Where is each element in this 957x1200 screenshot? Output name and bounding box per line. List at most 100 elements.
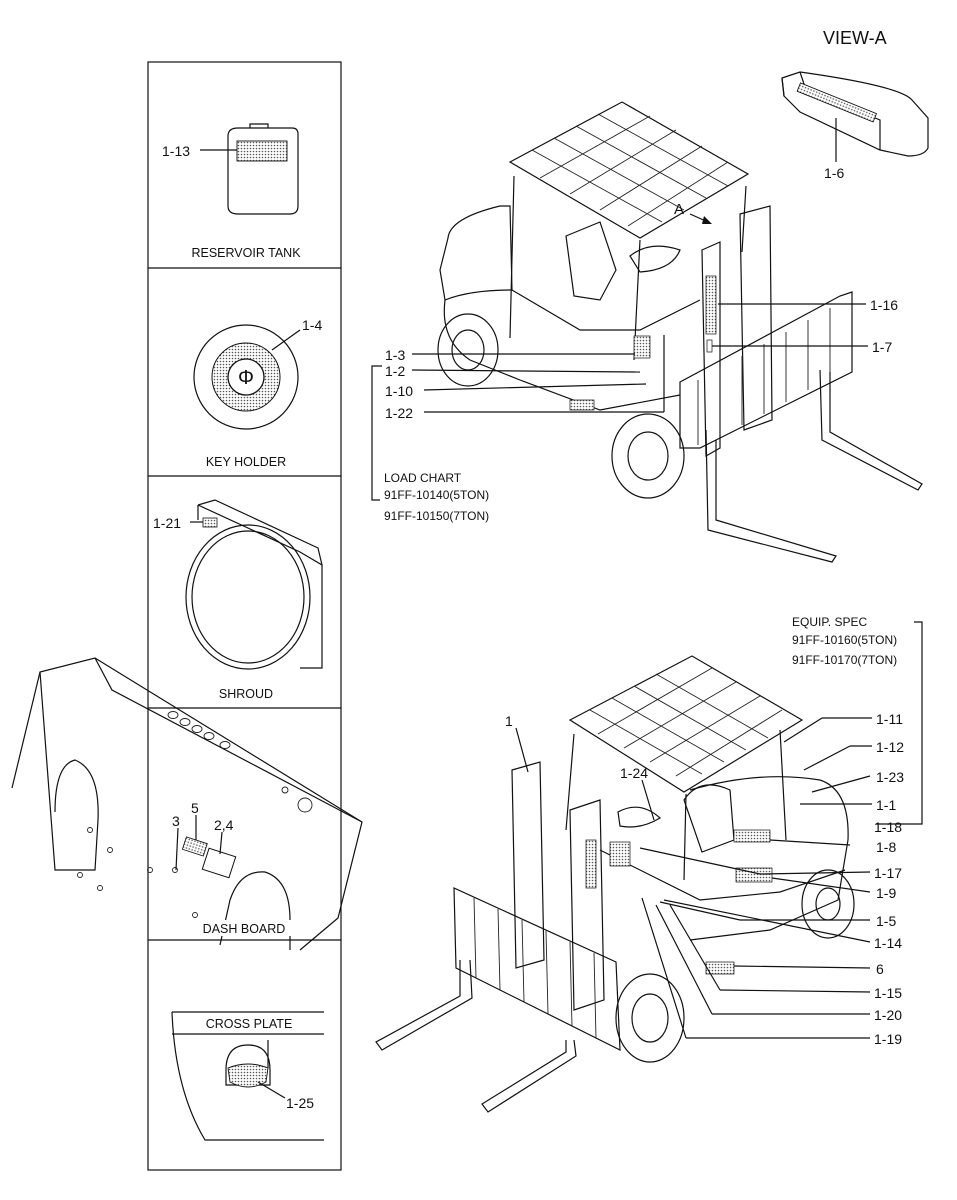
overhead-guard-grid (531, 113, 729, 227)
callout-5: 5 (191, 800, 199, 816)
callout-1-20: 1-20 (874, 1007, 902, 1023)
front-wheel (611, 413, 685, 499)
rear-wheel (801, 869, 855, 939)
dash-board-decal-5 (181, 836, 208, 857)
body-deck (599, 849, 846, 901)
overhead-guard-bar (781, 71, 929, 157)
cross-plate-caption: CROSS PLATE (206, 1017, 293, 1031)
reservoir-tank-panel: 1-13 RESERVOIR TANK (162, 123, 301, 260)
decal-1-9 (735, 867, 773, 883)
left-fork (375, 959, 473, 1051)
right-fork (819, 369, 923, 491)
equip-spec-title: EQUIP. SPEC (792, 615, 867, 629)
view-a-marker: A (674, 201, 684, 218)
callout-3: 3 (172, 813, 180, 829)
equip-spec-part-7ton: 91FF-10170(7TON) (792, 653, 897, 667)
cross-plate-hole (225, 1044, 271, 1086)
callout-2-4: 2,4 (214, 817, 234, 833)
leader-line (771, 877, 871, 893)
bottom-forklift-drawing: EQUIP. SPEC 91FF-10160(5TON) 91FF-10170(… (375, 615, 923, 1113)
counterweight (439, 205, 513, 301)
callout-1-7: 1-7 (872, 339, 892, 355)
mast-decal (585, 839, 597, 889)
leader-line (759, 871, 871, 875)
dash-decal (633, 335, 651, 359)
operator-seat (683, 784, 735, 853)
callout-1-15: 1-15 (874, 985, 902, 1001)
callout-1-9: 1-9 (876, 885, 896, 901)
callout-1-24: 1-24 (620, 765, 648, 781)
top-forklift-drawing: A 1-3 1-2 1-10 1-22 1-16 1-7 LOAD CHART … (371, 101, 923, 563)
view-a-decal (796, 82, 878, 123)
leader-line (175, 827, 179, 871)
load-chart-part-5ton: 91FF-10140(5TON) (384, 488, 489, 502)
decal-6 (705, 961, 735, 975)
dash-board-caption: DASH BOARD (203, 922, 286, 936)
leader-line (411, 369, 641, 373)
dash-decal (609, 841, 631, 867)
dash-board-decal-2-4 (201, 847, 237, 879)
load-backrest (453, 887, 621, 1051)
reservoir-tank-cap (249, 123, 269, 128)
key-holder-outer (193, 324, 299, 430)
equip-spec-part-5ton: 91FF-10160(5TON) (792, 633, 897, 647)
leader-line (219, 831, 223, 855)
load-backrest (679, 291, 853, 449)
callout-1-22: 1-22 (385, 405, 413, 421)
reservoir-tank-body (227, 127, 299, 215)
mast-right-rail (569, 799, 605, 1011)
dash-board-right-cutout (219, 871, 291, 950)
callout-1-5: 1-5 (876, 913, 896, 929)
step-decal (569, 399, 595, 411)
cross-plate-panel: CROSS PLATE 1-25 (171, 1011, 324, 1141)
callout-6: 6 (876, 961, 884, 977)
leader-line (423, 383, 647, 391)
front-hub (631, 993, 669, 1043)
load-chart-part-7ton: 91FF-10150(7TON) (384, 509, 489, 523)
mast-decal-1-16 (705, 275, 717, 335)
leader-line (659, 901, 741, 921)
steering-wheel (617, 806, 662, 828)
shroud-ring-inner (191, 530, 305, 664)
leader-line (655, 904, 713, 1015)
callout-1-21: 1-21 (153, 515, 181, 531)
callout-1-19: 1-19 (874, 1031, 902, 1047)
leader-line (639, 847, 761, 875)
shroud-top-edge (197, 499, 323, 566)
callout-1-6: 1-6 (824, 165, 844, 181)
leader-line (811, 775, 871, 793)
counterweight (689, 776, 849, 941)
left-panel-column (147, 61, 342, 1171)
overhead-guard-posts (565, 729, 787, 881)
reservoir-tank-caption: RESERVOIR TANK (191, 246, 301, 260)
callout-1-17: 1-17 (874, 865, 902, 881)
dash-board-drawing: 3 5 2,4 DASH BOARD (11, 657, 363, 951)
right-fork (481, 1039, 577, 1113)
steering-wheel (629, 245, 681, 273)
front-hub (627, 431, 669, 481)
dash-board-caption-bg (196, 920, 292, 936)
callout-1-13: 1-13 (162, 143, 190, 159)
shroud-decal (202, 517, 218, 528)
callout-1-14: 1-14 (874, 935, 902, 951)
key-holder-core (227, 358, 265, 396)
shroud-ring-outer (185, 524, 311, 670)
leader-line (663, 899, 871, 943)
equip-spec-bracket (876, 621, 923, 825)
mast-right-rail (739, 205, 773, 431)
left-fork (705, 429, 837, 563)
operator-seat (565, 221, 617, 301)
load-chart-title: LOAD CHART (384, 471, 462, 485)
key-holder-panel: Φ 1-4 KEY HOLDER (193, 317, 322, 469)
body-lower-edge (443, 299, 681, 411)
callout-1-16: 1-16 (870, 297, 898, 313)
mast-decal-1-7 (706, 339, 713, 353)
leader-line (783, 717, 823, 743)
leader-line (641, 779, 655, 821)
callout-1-10: 1-10 (385, 383, 413, 399)
mast-left-rail (511, 761, 545, 969)
panel-frame (147, 61, 342, 1171)
load-chart-bracket (371, 365, 382, 501)
